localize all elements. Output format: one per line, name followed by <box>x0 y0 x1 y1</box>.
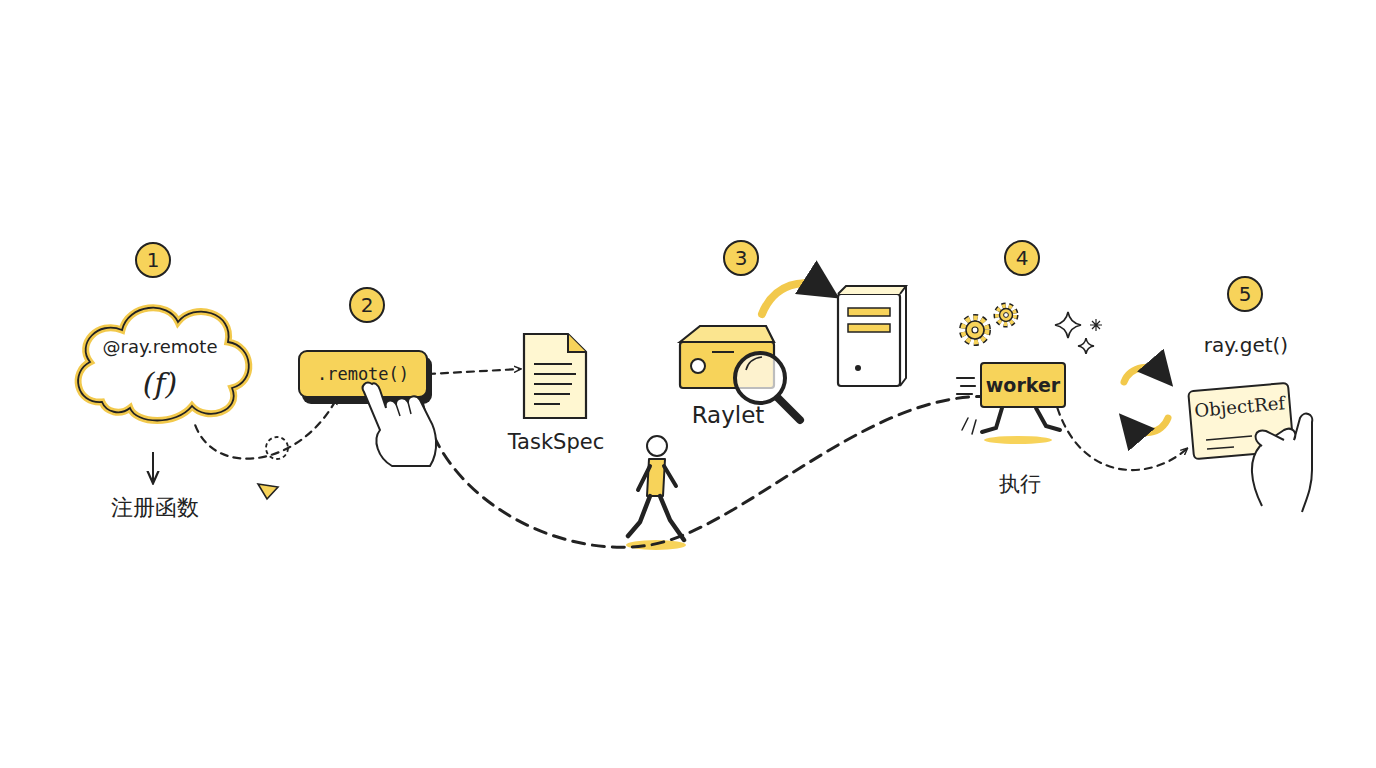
server-tower <box>838 286 906 386</box>
card-lines <box>1206 436 1252 449</box>
cloud-outline <box>78 308 249 421</box>
cloud-node: @ray.remote (f) <box>62 292 258 428</box>
node-text: @ray.remote <box>62 336 258 357</box>
node-text: worker <box>986 374 1060 396</box>
dashed-connector <box>428 369 520 374</box>
raylet-node: Raylet <box>672 312 812 434</box>
raylet-slot <box>712 351 734 353</box>
node-text: TaskSpec <box>500 430 612 454</box>
worker-shadow <box>984 436 1052 444</box>
node-subtext: (f) <box>62 366 258 401</box>
callout-number: 1 <box>135 242 171 278</box>
dashed-connector <box>1057 408 1187 470</box>
callout-number: 2 <box>349 287 385 323</box>
sparkles <box>1055 312 1102 354</box>
caption-text: ray.get() <box>1204 333 1288 357</box>
dashed-loop <box>266 437 288 459</box>
magnifier-handle <box>778 398 800 420</box>
page-outline <box>524 334 586 418</box>
caption-text: 注册函数 <box>111 493 199 523</box>
callout-number: 3 <box>723 240 759 276</box>
node-text: Raylet <box>672 402 784 428</box>
register-arrow <box>152 452 154 482</box>
cloud-shape <box>62 292 258 428</box>
dispatch-arrow <box>762 283 826 314</box>
gear-icons <box>963 306 1015 342</box>
raylet-lens <box>691 359 705 373</box>
card-node: ObjectRef <box>1187 382 1295 461</box>
cycle-arrow <box>1124 367 1164 382</box>
worker-node: worker <box>980 362 1066 408</box>
cloud-outline <box>78 308 249 421</box>
finger-lines <box>396 402 411 416</box>
magnifier-glint <box>746 357 762 370</box>
caption-text: 执行 <box>999 470 1041 498</box>
holding-hand <box>1252 414 1312 512</box>
button-node: .remote() <box>298 350 428 398</box>
doc-node: TaskSpec <box>500 328 612 456</box>
node-text: .remote() <box>317 364 409 384</box>
page-fold <box>568 334 586 352</box>
page-lines <box>534 364 576 404</box>
pointing-hand <box>363 383 436 466</box>
node-text: ObjectRef <box>1190 392 1289 421</box>
flag-triangle <box>258 484 278 499</box>
callout-number: 4 <box>1004 240 1040 276</box>
dashed-connector <box>422 397 981 548</box>
walking-person <box>628 436 684 540</box>
callout-number: 5 <box>1227 276 1263 312</box>
cycle-arrow <box>1128 418 1168 433</box>
magnifier-glass <box>735 353 785 403</box>
thumb <box>1256 431 1284 446</box>
raylet-top <box>680 326 774 342</box>
